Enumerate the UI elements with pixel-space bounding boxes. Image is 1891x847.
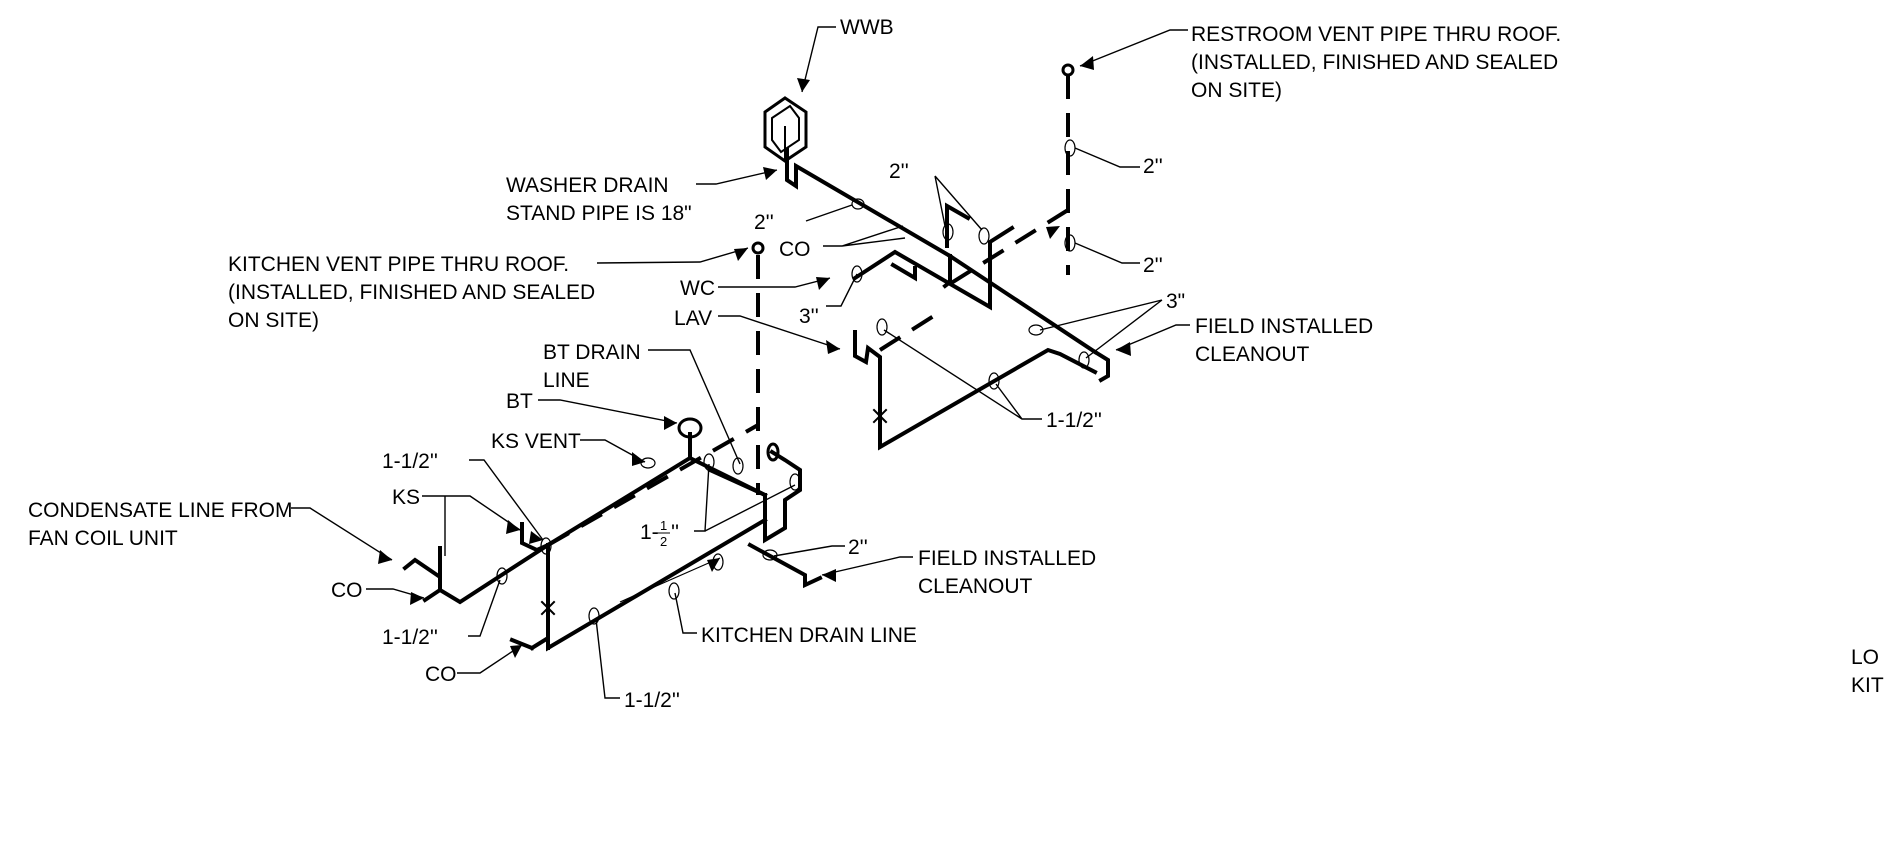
label-field-cleanout-upper-line2: CLEANOUT bbox=[1195, 343, 1310, 366]
label-field-cleanout-upper-line1: FIELD INSTALLED bbox=[1195, 315, 1373, 338]
label-washer-drain-line2: STAND PIPE IS 18" bbox=[506, 202, 692, 225]
label-size-2in-vent-upper: 2'' bbox=[1143, 155, 1163, 178]
label-size-1-half-mark: '' bbox=[671, 521, 679, 544]
upper-tee bbox=[942, 254, 952, 289]
label-field-cleanout-lower-line2: CLEANOUT bbox=[918, 575, 1033, 598]
label-co-bottom: CO bbox=[425, 663, 457, 686]
lower-cleanout-branch bbox=[747, 542, 823, 589]
kitchen-drain-main bbox=[529, 517, 768, 652]
co-left-stub bbox=[422, 587, 443, 603]
bt-fixture-symbol bbox=[677, 417, 703, 439]
kitchen-vent-branch bbox=[547, 423, 759, 547]
label-restroom-vent-line1: RESTROOM VENT PIPE THRU ROOF. bbox=[1191, 23, 1561, 46]
ks-vent-cap-symbol bbox=[766, 442, 780, 462]
restroom-vent-cap bbox=[1061, 63, 1075, 77]
label-lav: LAV bbox=[674, 307, 712, 330]
valve-upper bbox=[872, 408, 888, 424]
bt-drain-line bbox=[707, 467, 768, 498]
label-kitchen-vent-line3: ON SITE) bbox=[228, 309, 319, 332]
label-clipped-kit: KIT bbox=[1851, 674, 1884, 697]
kitchen-upper-line bbox=[545, 455, 693, 548]
label-size-2in-vent-lower: 2'' bbox=[1143, 254, 1163, 277]
label-kitchen-vent-line2: (INSTALLED, FINISHED AND SEALED bbox=[228, 281, 595, 304]
label-size-1-5-bottom: 1-1/2'' bbox=[624, 689, 680, 712]
label-ks-vent: KS VENT bbox=[491, 430, 581, 453]
vent-lines bbox=[547, 63, 1075, 547]
label-field-cleanout-lower-line1: FIELD INSTALLED bbox=[918, 547, 1096, 570]
upper-main-drain bbox=[947, 253, 1098, 355]
label-wc: WC bbox=[680, 277, 715, 300]
restroom-vent-branch bbox=[938, 208, 1070, 292]
upper-vent-stub bbox=[945, 202, 971, 248]
label-size-2in-lower: 2'' bbox=[848, 536, 868, 559]
upper-cleanout bbox=[1092, 349, 1110, 383]
leader-lines bbox=[291, 26, 1190, 699]
label-restroom-vent-line3: ON SITE) bbox=[1191, 79, 1282, 102]
label-bt-drain-line1: BT DRAIN bbox=[543, 341, 641, 364]
label-size-1-half-den: 2 bbox=[660, 534, 667, 549]
label-size-1-half-num: 1 bbox=[660, 518, 667, 533]
label-bt: BT bbox=[506, 390, 533, 413]
label-size-2in-pair: 2'' bbox=[889, 160, 909, 183]
label-size-1-half-whole: 1- bbox=[640, 521, 659, 544]
label-restroom-vent-line2: (INSTALLED, FINISHED AND SEALED bbox=[1191, 51, 1558, 74]
label-size-1-5-upper: 1-1/2'' bbox=[1046, 409, 1102, 432]
label-size-2in-washer: 2'' bbox=[754, 211, 774, 234]
upper-vent-branch bbox=[878, 310, 942, 352]
label-clipped-lo: LO bbox=[1851, 646, 1879, 669]
label-co-left: CO bbox=[331, 579, 363, 602]
size-markers bbox=[496, 139, 1090, 625]
label-size-1-half: 1- 1 2 '' bbox=[640, 518, 679, 549]
kitchen-vent-cap bbox=[751, 241, 765, 255]
upper-lower-branch bbox=[878, 347, 1098, 451]
label-washer-drain-line1: WASHER DRAIN bbox=[506, 174, 669, 197]
label-size-3in-right: 3" bbox=[1166, 290, 1185, 313]
label-size-3in-wc: 3'' bbox=[799, 305, 819, 328]
pipe-network bbox=[402, 96, 1110, 652]
text-labels: WWB RESTROOM VENT PIPE THRU ROOF. (INSTA… bbox=[28, 16, 1884, 712]
label-condensate-line1: CONDENSATE LINE FROM bbox=[28, 499, 292, 522]
label-size-1-5-ks-bottom: 1-1/2'' bbox=[382, 626, 438, 649]
arrowheads bbox=[378, 56, 1131, 658]
label-kitchen-vent-line1: KITCHEN VENT PIPE THRU ROOF. bbox=[228, 253, 569, 276]
ks-left-assembly bbox=[402, 542, 551, 605]
label-condensate-line2: FAN COIL UNIT bbox=[28, 527, 178, 550]
co-bottom-stub bbox=[509, 637, 535, 651]
washer-standpipe bbox=[785, 148, 953, 259]
upper-vent-stub-2 bbox=[988, 225, 1015, 282]
label-wwb: WWB bbox=[840, 16, 894, 39]
valve-lower bbox=[540, 600, 556, 616]
label-bt-drain-line2: LINE bbox=[543, 369, 590, 392]
wc-co-stub bbox=[890, 262, 917, 282]
label-ks: KS bbox=[392, 486, 420, 509]
label-kitchen-drain-line: KITCHEN DRAIN LINE bbox=[701, 624, 917, 647]
label-size-1-5-ks-top: 1-1/2'' bbox=[382, 450, 438, 473]
lav-trap bbox=[853, 330, 882, 414]
fitting-box bbox=[763, 449, 802, 544]
label-co-upper: CO bbox=[779, 238, 811, 261]
upper-branch bbox=[852, 249, 992, 311]
